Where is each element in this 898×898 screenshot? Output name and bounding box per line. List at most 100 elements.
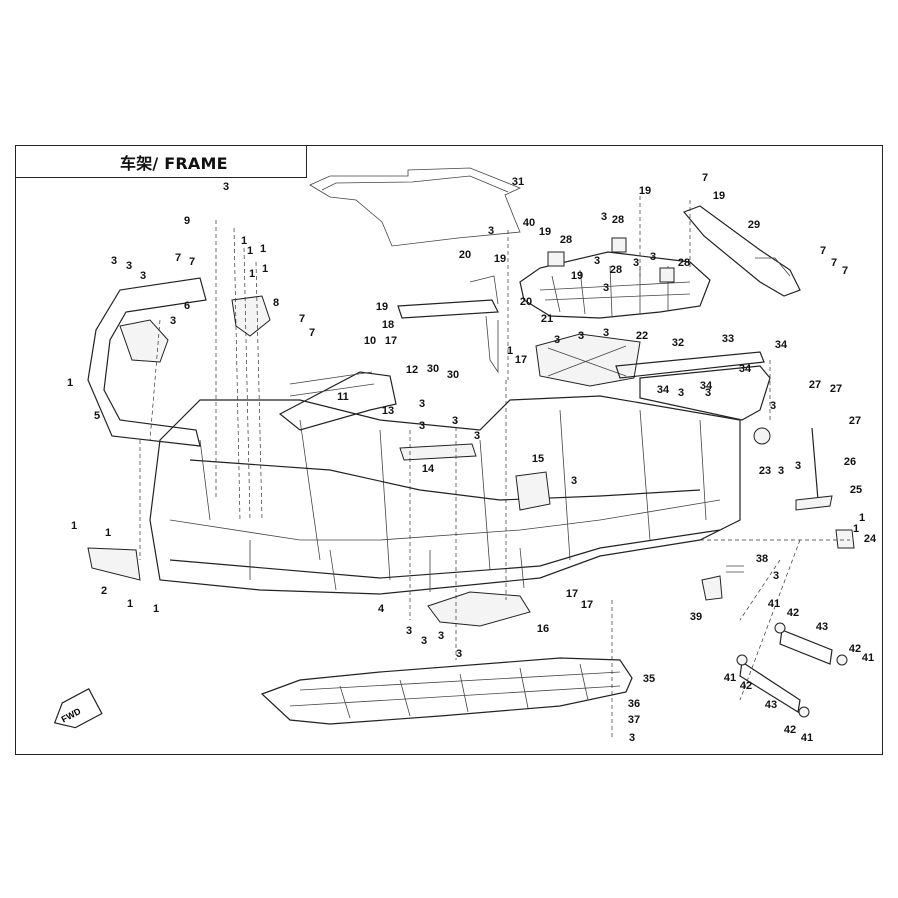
part-4-frame-inner — [169, 409, 721, 581]
callout-41: 41 — [801, 732, 813, 744]
callout-36: 36 — [628, 698, 640, 710]
callout-1: 1 — [241, 235, 247, 247]
part-14-bracket — [399, 443, 477, 461]
part-22-plate — [535, 333, 641, 387]
callout-43: 43 — [765, 699, 777, 711]
part-4-lower-rail — [169, 529, 721, 579]
callout-1: 1 — [127, 598, 133, 610]
callout-29: 29 — [748, 219, 760, 231]
callout-17: 17 — [581, 599, 593, 611]
callout-7: 7 — [189, 256, 195, 268]
callout-33: 33 — [722, 333, 734, 345]
callout-41: 41 — [862, 652, 874, 664]
callout-28: 28 — [678, 257, 690, 269]
callout-20: 20 — [520, 296, 532, 308]
callout-7: 7 — [299, 313, 305, 325]
part-5-front-loop — [87, 277, 207, 447]
callout-1: 1 — [507, 345, 513, 357]
callout-3: 3 — [223, 181, 229, 193]
diagram-border — [15, 145, 883, 755]
part-25-plate — [795, 495, 833, 511]
callout-3: 3 — [419, 398, 425, 410]
callout-1: 1 — [105, 527, 111, 539]
callout-6: 6 — [184, 300, 190, 312]
part-8-upright-bracket — [231, 295, 271, 337]
callout-37: 37 — [628, 714, 640, 726]
part-rear-rack — [519, 251, 711, 319]
callout-24: 24 — [864, 533, 877, 545]
callout-30: 30 — [427, 363, 439, 375]
callout-3: 3 — [633, 257, 639, 269]
callout-3: 3 — [438, 630, 444, 642]
part-18-bracket — [469, 275, 499, 374]
callout-30: 30 — [447, 369, 459, 381]
part-39-bracket — [701, 575, 723, 601]
callout-1: 1 — [249, 268, 255, 280]
part-15-bracket — [515, 471, 551, 511]
callout-28: 28 — [612, 214, 624, 226]
callout-3: 3 — [421, 635, 427, 647]
callout-23: 23 — [759, 465, 771, 477]
part-16-skid — [427, 591, 531, 627]
part-29-rear-rail — [682, 205, 801, 297]
assembly-guide-lines — [139, 196, 850, 740]
callout-31: 31 — [512, 176, 524, 188]
callout-8: 8 — [273, 297, 279, 309]
part-43-arm-upper — [779, 629, 833, 665]
callout-35: 35 — [643, 673, 655, 685]
callout-3: 3 — [773, 570, 779, 582]
callout-3: 3 — [571, 475, 577, 487]
callout-3: 3 — [452, 415, 458, 427]
callout-17: 17 — [385, 335, 397, 347]
part-31-inner-edge — [321, 175, 509, 193]
part-31-floor-plate — [309, 167, 522, 247]
part-rear-rack-grid — [539, 265, 691, 317]
callout-3: 3 — [603, 327, 609, 339]
callout-3: 3 — [603, 282, 609, 294]
callout-38: 38 — [756, 553, 768, 565]
part-29-bracket — [755, 257, 791, 277]
part-4-main-frame — [149, 395, 741, 595]
callout-28: 28 — [560, 234, 572, 246]
callout-3: 3 — [111, 255, 117, 267]
part-28-mount — [611, 237, 627, 253]
part-12-handle-bar — [278, 371, 397, 431]
callout-3: 3 — [650, 251, 656, 263]
callout-14: 14 — [422, 463, 435, 475]
part-2-front-bracket — [87, 547, 141, 581]
callout-4: 4 — [378, 603, 385, 615]
callout-39: 39 — [690, 611, 702, 623]
callout-1: 1 — [153, 603, 159, 615]
part-43-arm-lower — [739, 660, 801, 713]
callout-19: 19 — [376, 301, 388, 313]
callout-1: 1 — [247, 245, 253, 257]
part-24-bracket — [835, 529, 855, 549]
callout-12: 12 — [406, 364, 418, 376]
part-35-pan-ribs — [289, 663, 621, 719]
callout-1: 1 — [67, 377, 73, 389]
fwd-arrow-icon: FWD — [53, 688, 103, 729]
part-42-bushing — [798, 706, 810, 718]
part-42-bushing — [736, 654, 748, 666]
callout-1: 1 — [71, 520, 77, 532]
callout-19: 19 — [639, 185, 651, 197]
callout-42: 42 — [787, 607, 799, 619]
callout-3: 3 — [419, 420, 425, 432]
callout-19: 19 — [539, 226, 551, 238]
callout-1: 1 — [262, 263, 268, 275]
callout-19: 19 — [494, 253, 506, 265]
callout-3: 3 — [170, 315, 176, 327]
callout-9: 9 — [184, 215, 190, 227]
callout-19: 19 — [713, 190, 725, 202]
callout-5: 5 — [94, 410, 100, 422]
callout-15: 15 — [532, 453, 544, 465]
callout-19: 19 — [571, 270, 583, 282]
part-42-bushing — [836, 654, 848, 666]
part-28-mount — [659, 267, 675, 283]
callout-32: 32 — [672, 337, 684, 349]
callout-21: 21 — [541, 313, 553, 325]
callout-16: 16 — [537, 623, 549, 635]
callout-3: 3 — [601, 211, 607, 223]
